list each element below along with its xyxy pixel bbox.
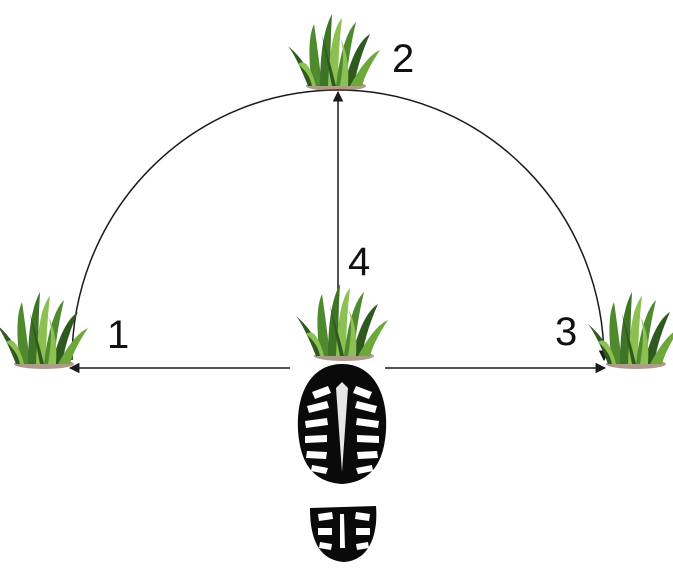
grass-tuft-icon xyxy=(0,292,88,369)
label-1: 1 xyxy=(107,315,129,355)
grass-tuft-icon xyxy=(588,292,673,369)
grass-tuft-icon xyxy=(288,14,380,91)
label-2: 2 xyxy=(392,39,414,79)
heel-icon xyxy=(310,506,376,562)
footprint-icon xyxy=(298,364,386,484)
grass-tuft-icon xyxy=(296,284,388,361)
label-4: 4 xyxy=(348,242,370,282)
label-3: 3 xyxy=(555,312,577,352)
